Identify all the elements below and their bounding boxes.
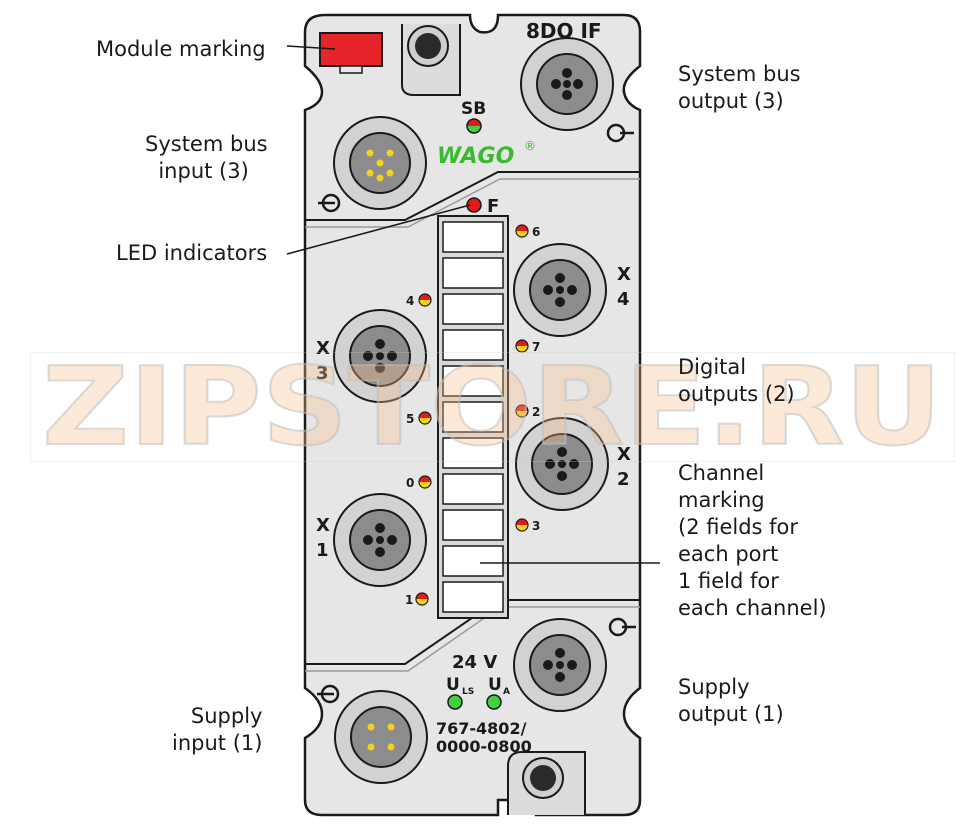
- channel-led-1: [415, 592, 429, 606]
- top-screw: [401, 24, 461, 96]
- callout-led-indicators: LED indicators: [116, 241, 268, 265]
- input-symbol-icon: [317, 193, 341, 704]
- channel-label-4: 4: [406, 294, 414, 308]
- bottom-screw: [507, 751, 586, 815]
- uls-led: [447, 694, 463, 710]
- ua-label: U: [488, 675, 502, 695]
- channel-led-4: [418, 293, 432, 307]
- port-x2-number: 2: [617, 469, 630, 490]
- port-x1: [333, 493, 427, 587]
- part-number-line2: 0000-0800: [436, 737, 532, 756]
- channel-label-3: 3: [532, 519, 540, 533]
- module-marking-tab: [339, 65, 363, 74]
- port-x4-number: 4: [617, 289, 630, 310]
- sb-led: [466, 118, 482, 134]
- channel-led-7: [515, 339, 529, 353]
- callout-system-bus-output: System bus output (3): [678, 62, 801, 113]
- port-x3-letter: X: [316, 338, 330, 359]
- port-x2-letter: X: [617, 444, 631, 465]
- port-x3-number: 3: [316, 363, 329, 384]
- port-x1-letter: X: [316, 515, 330, 536]
- callout-module-marking: Module marking: [96, 37, 266, 61]
- callout-channel-marking: Channel marking (2 fields for each port …: [678, 461, 827, 620]
- part-number-line1: 767-4802/: [436, 719, 527, 738]
- system-bus-input-port: [333, 116, 427, 210]
- channel-led-3: [515, 518, 529, 532]
- output-symbol-icon: [606, 123, 636, 637]
- sb-label: SB: [461, 99, 486, 119]
- channel-label-7: 7: [532, 340, 540, 354]
- callout-supply-output: Supply output (1): [678, 675, 784, 726]
- voltage-label: 24 V: [452, 652, 497, 673]
- channel-label-1: 1: [405, 593, 413, 607]
- port-x4-letter: X: [617, 264, 631, 285]
- callout-digital-outputs: Digital outputs (2): [678, 355, 795, 406]
- channel-led-5: [418, 411, 432, 425]
- leader-lines: [286, 45, 660, 564]
- ua-sub-label: A: [503, 687, 510, 697]
- module-title: 8DO IF: [526, 19, 602, 43]
- channel-label-5: 5: [406, 412, 414, 426]
- callout-system-bus-input: System bus input (3): [145, 132, 268, 183]
- supply-output-port: [513, 618, 607, 712]
- port-x2: [515, 417, 609, 511]
- ua-led: [486, 694, 502, 710]
- lower-divider: [305, 599, 640, 665]
- supply-input-port: [334, 690, 428, 784]
- brand-registered: ®: [524, 139, 536, 153]
- channel-led-0: [418, 475, 432, 489]
- channel-label-2: 2: [532, 405, 540, 419]
- upper-divider: [305, 171, 640, 221]
- system-bus-output-port: [520, 37, 614, 131]
- port-x4: [513, 243, 607, 337]
- channel-label-6: 6: [532, 225, 540, 239]
- channel-label-0: 0: [406, 476, 414, 490]
- uls-label: U: [446, 675, 460, 695]
- leader-module-marking: [286, 45, 336, 50]
- leader-led-indicators: [286, 204, 471, 255]
- channel-led-6: [515, 224, 529, 238]
- brand-logo: WAGO: [437, 144, 514, 169]
- channel-marking-strip: [437, 215, 509, 619]
- f-label: F: [487, 196, 499, 217]
- module-marking-tag: [319, 32, 383, 67]
- f-led: [466, 197, 482, 213]
- channel-led-2: [515, 404, 529, 418]
- callout-supply-input: Supply input (1): [172, 704, 263, 755]
- port-x1-number: 1: [316, 540, 329, 561]
- uls-sub-label: LS: [462, 687, 474, 697]
- lower-divider-shadow: [305, 606, 640, 672]
- port-x3: [333, 309, 427, 403]
- upper-divider-shadow: [305, 178, 640, 228]
